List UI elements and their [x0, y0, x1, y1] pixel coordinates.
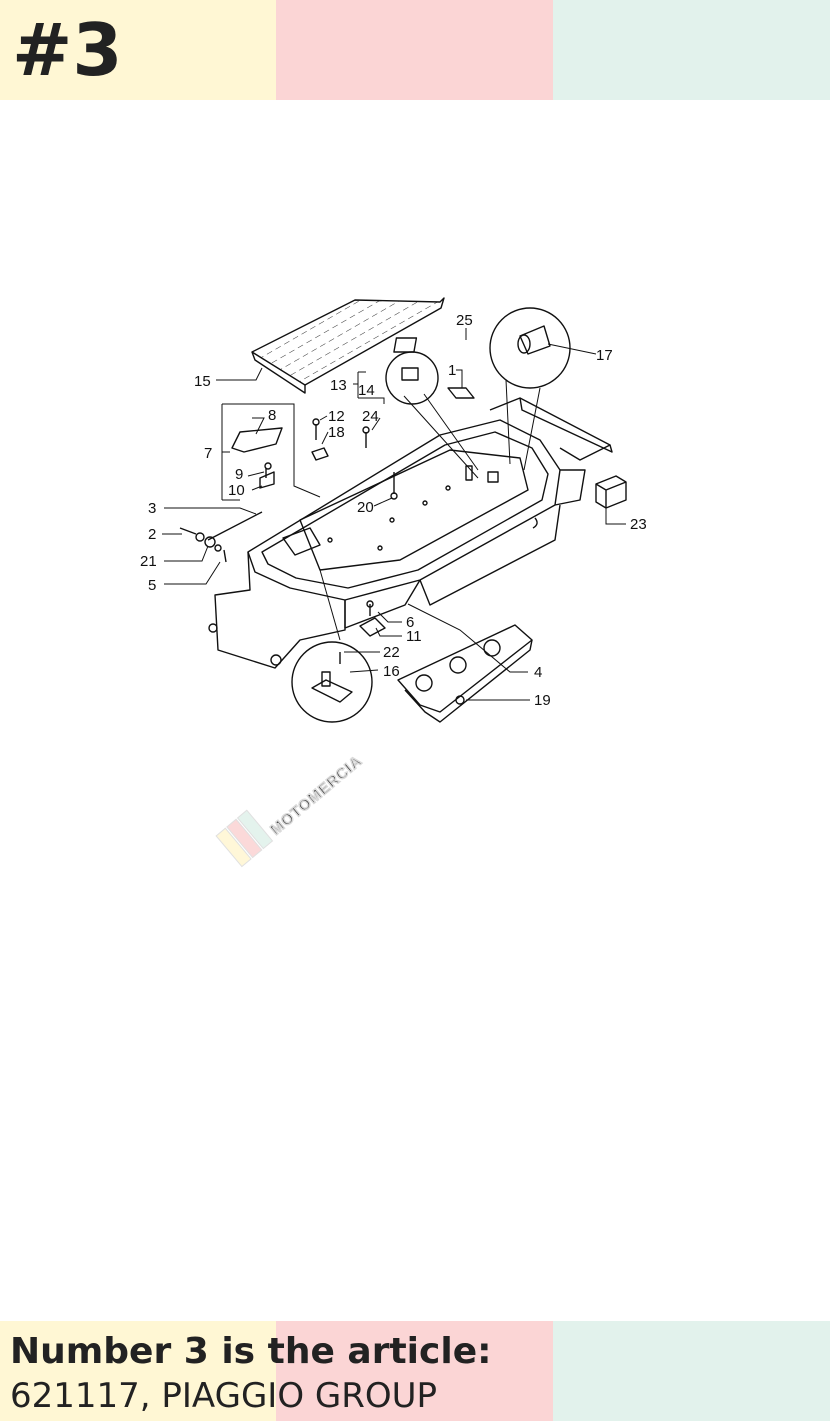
part-label: 7: [204, 445, 212, 462]
part-label: 14: [358, 382, 375, 399]
helmet-compartment-body: [208, 397, 613, 669]
part-label: 10: [228, 482, 245, 499]
part-label: 20: [357, 499, 374, 516]
bracket-part-10: [259, 471, 275, 489]
clip-part-5: [223, 549, 227, 563]
header-color-band: [0, 0, 830, 100]
cable-part-3: [207, 511, 263, 541]
part-label: 8: [268, 407, 276, 424]
detail-circle-latch: [385, 351, 439, 405]
part-label: 23: [630, 516, 647, 533]
part-label: 12: [328, 408, 345, 425]
part-label: 9: [235, 466, 243, 483]
bracket-part-8: [231, 427, 283, 453]
part-label: 21: [140, 553, 157, 570]
detail-circle-lock: [489, 307, 571, 389]
part-label: 24: [362, 408, 379, 425]
part-label: 3: [148, 500, 156, 517]
part-label: 18: [328, 424, 345, 441]
part-label: 1: [448, 362, 456, 379]
box-part-23: [595, 475, 627, 509]
part-label: 22: [383, 644, 400, 661]
caption-title: Number 3 is the article:: [10, 1331, 492, 1372]
part-label: 25: [456, 312, 473, 329]
small-plate-part: [393, 337, 418, 353]
latch-part: [401, 367, 419, 381]
part-label: 11: [406, 628, 422, 645]
part-label: 15: [194, 373, 211, 390]
part-label: 5: [148, 577, 156, 594]
part-label: 2: [148, 526, 156, 543]
part-label: 13: [330, 377, 347, 394]
caption-article-number: 621117, PIAGGIO GROUP: [10, 1376, 438, 1416]
watermark-text: MOTOMERCIA: [267, 752, 365, 838]
detail-circle-hinge: [291, 641, 373, 723]
item-number-badge: #3: [12, 8, 123, 92]
watermark-logo: MOTOMERCIA: [215, 752, 366, 868]
article-caption: Number 3 is the article: 621117, PIAGGIO…: [10, 1330, 492, 1418]
part-label: 4: [534, 664, 542, 681]
part-label: 19: [534, 692, 551, 709]
exploded-parts-diagram: 15 25 17 13 14 1 8 12 18 24 7 9 10 3 2 2…: [140, 297, 647, 868]
part-label: 6: [406, 614, 414, 631]
bracket-part-11: [359, 617, 386, 637]
footer-color-band: [0, 1321, 830, 1421]
seat-pad-part: [251, 297, 445, 394]
bottom-tray-part-4: [397, 624, 533, 723]
part-label: 16: [383, 663, 400, 680]
pin-part-2: [179, 527, 197, 535]
clip-part: [447, 387, 475, 399]
part-label: 17: [596, 347, 613, 364]
